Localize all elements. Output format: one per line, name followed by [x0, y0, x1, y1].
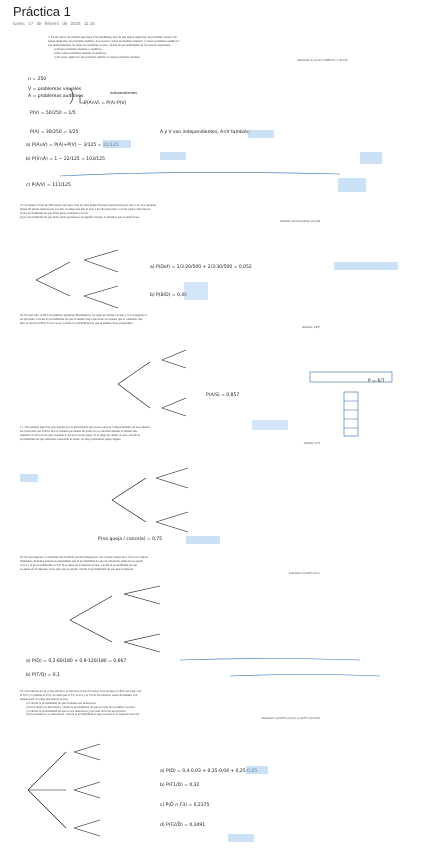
note-pv: P(V) = 50/250 = 1/5 — [30, 110, 76, 116]
note-q16: P(A/S) = 0,857 — [206, 392, 239, 398]
problem-line: ha aprobado. Calcule la probabilidad de … — [20, 317, 143, 321]
notes-problem-7: n = 250 V = problemas visuales A = probl… — [26, 76, 250, 188]
note-q18b: b) P(T/Q) = 0,1 — [26, 672, 60, 678]
problem-line: tienen algún tipo de problema auditivo. … — [48, 39, 180, 43]
underline-mark — [59, 172, 341, 177]
highlight-mark — [103, 140, 131, 148]
problem-solution: Soluciones: a) 0,667; b) 0,1 — [288, 571, 320, 575]
note-q17: P(no queja / cancela) = 0,75 — [98, 536, 162, 542]
problem-line: a) Calcule la probabilidad de que la bat… — [26, 701, 97, 705]
note-b1: b) P(V̄∩Ā) = 1 − 22/125 = 103/125 — [26, 155, 105, 162]
problem-17: 17. Una entidad bancaria, preocupada por… — [20, 426, 320, 446]
notes-problem-16: P(A/S) = 0,857 P = 6/7 — [206, 378, 385, 398]
date-text: lunes, 17 de febrero de 2025 — [13, 21, 81, 26]
problem-line: Además, el 25% de los que cancelan lo ha… — [20, 433, 140, 437]
problem-16: 16. En una aula, el 60% de alumnos aprue… — [20, 314, 320, 330]
problem-7: 7. En un centro de estudios que tiene 25… — [48, 36, 348, 63]
note-n: n = 250 — [28, 76, 46, 82]
problem-line: a) Tener problemas visuales o auditivos. — [54, 47, 103, 51]
note-q19d: d) P(F2/D̄) = 0,3491 — [160, 821, 205, 828]
notes-problem-18: a) P(Q) = 0,2·60/180 + 0,9·120/180 = 0,6… — [26, 658, 126, 678]
note-pa: P(A) = 30/250 = 3/25 — [30, 129, 79, 135]
note-a: A = problemas auditivos — [28, 93, 84, 99]
underline-mark — [179, 658, 361, 661]
tree-diagram-16 — [117, 349, 187, 417]
tree-diagram-19 — [27, 743, 101, 837]
tree-diagram-18 — [69, 585, 161, 653]
problem-line: 13. Se tienen 3 latas de 500 piezas cada… — [20, 204, 157, 207]
note-a1: a) P(A∪V) = P(A)+P(V) − 3/125 = 22/125 — [26, 142, 119, 148]
highlight-mark — [334, 262, 398, 270]
problem-line: ha observado que el 80% de los clientes … — [20, 429, 138, 433]
problem-solution: Solución: 0,75 — [303, 441, 320, 445]
highlight-mark — [186, 536, 220, 544]
problem-line: indefinido. Estudios anteriores determin… — [20, 559, 143, 563]
page-title: Práctica 1 — [13, 4, 71, 19]
problem-solution: Soluciones: a) 0,0375; b) 0,32; c) 0,237… — [261, 717, 320, 721]
note-q18a: a) P(Q) = 0,2·60/180 + 0,9·120/180 = 0,6… — [26, 658, 126, 664]
highlight-mark — [338, 178, 366, 192]
probability-table-sketch — [309, 371, 393, 437]
highlight-mark — [20, 474, 38, 482]
note-v: V = problemas visuales — [28, 86, 82, 92]
problem-solution: Solución: (a) 0,052 piezas; (b) 0,46 — [280, 219, 320, 223]
notes-problem-13: a) P(Def) = 1/3·20/500 + 2/3·30/500 = 0,… — [150, 264, 252, 298]
problem-13: 13. Se tienen 3 latas de 500 piezas cada… — [20, 204, 320, 224]
problem-line: tienen 30 piezas defectuosas por lata. S… — [20, 207, 151, 211]
note-q16pf: P = 6/7 — [368, 378, 385, 384]
problem-line: c) Calcule la probabilidad de que no sea… — [26, 709, 127, 713]
note-pav: P(A∩V) = P(A)·P(V) — [84, 100, 127, 106]
brace-mark — [69, 87, 74, 105]
page-date: lunes, 17 de febrero de 2025 11:16 — [13, 21, 95, 26]
problem-line: se quede en la empresa. Si se sabe que s… — [20, 567, 134, 571]
problem-line: son independientes. Se elige un estudian… — [48, 43, 172, 47]
note-q19b: b) P(F1/D) = 0,32 — [160, 782, 199, 788]
note-q19a: a) P(D) = 0,4·0,03 + 0,35·0,04 + 0,25·0,… — [160, 768, 257, 774]
time-text: 11:16 — [83, 21, 95, 26]
problem-line: 18. En una empresa, la plantilla está fo… — [20, 556, 149, 559]
note-q19c: c) P(D̄ ∩ F3) = 0,2375 — [160, 801, 209, 808]
problem-line: (a) La probabilidad de que dicha pieza p… — [20, 211, 89, 215]
highlight-mark — [360, 152, 382, 164]
highlight-mark — [160, 152, 186, 160]
arrow-mark — [79, 95, 86, 104]
problem-line: 7. En un centro de estudios que tiene 25… — [48, 36, 177, 39]
problem-line: 19. Las baterías de un coche eléctrico s… — [20, 690, 142, 693]
problem-solution: Solución: 0,857 — [302, 325, 320, 329]
problem-18: 18. En una empresa, la plantilla está fo… — [20, 556, 320, 576]
note-c1: c) P(Ā/V) = 111/125 — [26, 181, 71, 188]
note-indep2: A y V son independientes, A∩V también — [160, 128, 250, 135]
problem-19: 19. Las baterías de un coche eléctrico s… — [20, 690, 320, 721]
highlight-mark — [228, 834, 254, 842]
note-indep: independientes — [110, 91, 137, 95]
problem-line: (b) La probabilidad de que dicha pieza p… — [20, 215, 140, 219]
problem-solution: Soluciones: a) 22/125; b) 88/125; c) 111… — [297, 59, 348, 63]
highlight-mark — [246, 766, 268, 774]
problem-line: c) No tener algún tipo de problema audit… — [54, 55, 141, 59]
problem-line: b) Si la batería es defectuosa, calcule … — [26, 705, 136, 709]
note-q13: a) P(Def) = 1/3·20/500 + 2/3·30/500 = 0,… — [150, 264, 252, 270]
problem-line: probabilidad de que, habiendo cancelado … — [20, 437, 122, 441]
underline-mark — [229, 674, 381, 677]
tree-diagram-13 — [35, 249, 119, 309]
problem-line: es 0,2 y la de un indefinido es 0,9. Si … — [20, 563, 137, 567]
note-q13b: b) P(B/D) = 0,46 — [150, 292, 187, 298]
problem-line: 16. En una aula, el 60% de alumnos aprue… — [20, 314, 147, 317]
highlight-mark — [248, 130, 274, 138]
highlight-mark — [184, 282, 208, 300]
highlight-mark — [252, 420, 288, 430]
problem-line: 17. Una entidad bancaria, preocupada por… — [20, 426, 151, 429]
problem-line: defectuosas. Se elige una batería al aza… — [20, 697, 69, 701]
problem-line: dice la verdad el 80% de las veces. Calc… — [20, 321, 134, 325]
notes-problem-17: P(no queja / cancela) = 0,75 — [98, 536, 162, 542]
notes-problem-19: a) P(D) = 0,4·0,03 + 0,35·0,04 + 0,25·0,… — [160, 768, 257, 828]
tree-diagram-17 — [111, 467, 189, 533]
problem-line: d) Si la batería no es defectuosa, calcu… — [26, 713, 140, 717]
problem-line: el 35% y la última el 25%. Se sabe que e… — [20, 693, 138, 697]
problem-line: b) No tener problemas visuales ni auditi… — [54, 51, 107, 55]
